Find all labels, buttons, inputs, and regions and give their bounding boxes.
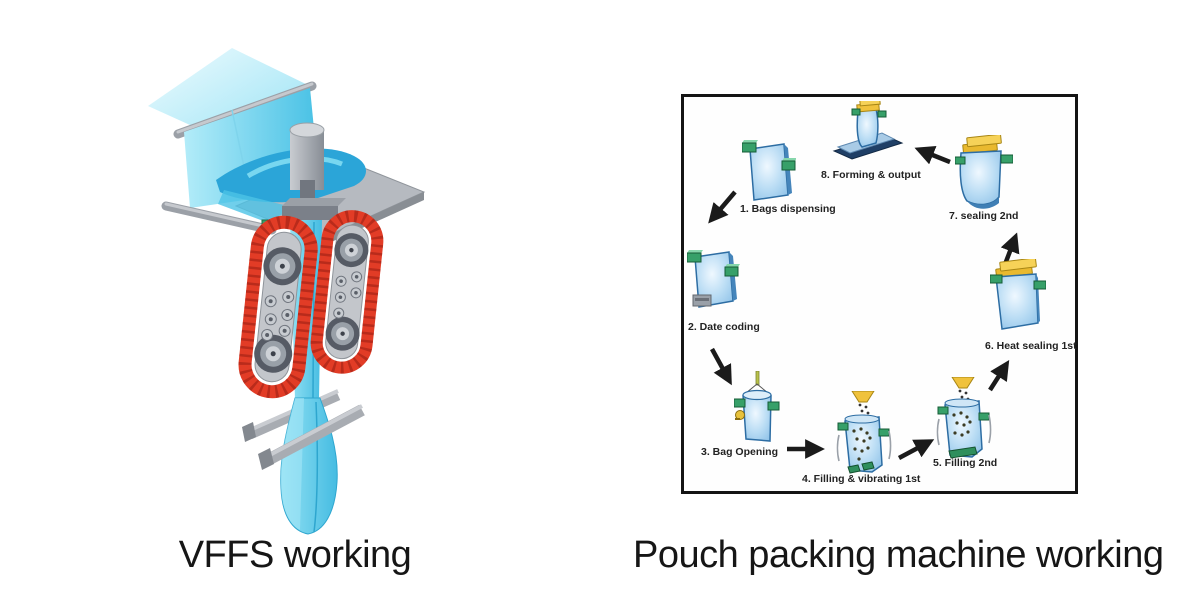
key-icon (735, 410, 745, 420)
clip-green (878, 428, 890, 437)
coded-bag-icon (687, 250, 740, 308)
clip-green (742, 140, 758, 153)
arrow-7-8 (914, 145, 951, 165)
pulley-bottom-right (325, 316, 360, 351)
film-web-sheet (148, 48, 314, 144)
filling-bag-icon (836, 391, 892, 474)
lower-roller-bar (161, 201, 277, 235)
funnel-icon (951, 377, 975, 389)
clip-green (955, 156, 966, 165)
clip-green (837, 422, 849, 431)
arrow-1-2 (708, 190, 737, 224)
arrow-5-6 (988, 359, 1010, 392)
arrow-4-5 (897, 439, 935, 460)
step-5-label: 5. Filling 2nd (933, 457, 998, 469)
flat-bag-icon (742, 140, 796, 201)
step-2-label: 2. Date coding (688, 321, 760, 333)
clip-green (687, 250, 703, 263)
seal-bars-icon (856, 101, 881, 113)
step-1-bags-dispensing (742, 139, 796, 205)
date-coder-icon (692, 294, 712, 307)
step-8-forming-output (832, 101, 908, 167)
clip-green (978, 412, 990, 421)
clip-green (990, 274, 1003, 284)
step-7-label: 7. sealing 2nd (949, 210, 1019, 222)
output-pouch-icon (832, 101, 904, 160)
funnel-icon (851, 391, 875, 403)
vffs-illustration (148, 48, 426, 535)
step-7-sealing-2nd (955, 135, 1013, 215)
clip-green (851, 108, 861, 116)
pulley-top-right (334, 233, 369, 268)
step-8-label: 8. Forming & output (821, 169, 921, 181)
pouch-cycle-panel: 1. Bags dispensing 2. Date coding (681, 94, 1078, 494)
sealed-bag-icon (955, 135, 1013, 209)
clip-green (724, 264, 740, 277)
pulley-top-left (263, 247, 302, 286)
step-2-date-coding (687, 247, 741, 313)
clip-green (937, 406, 949, 415)
step-6-heat-sealing-1st (990, 259, 1046, 343)
step-3-label: 3. Bag Opening (701, 446, 779, 458)
clip-green (781, 158, 796, 171)
sealing-jaw-front (258, 404, 365, 470)
left-caption: VFFS working (178, 534, 412, 576)
open-bag-icon (734, 371, 780, 442)
step-3-bag-opening (734, 371, 784, 447)
pulley-bottom-left (254, 334, 293, 373)
step-6-label: 6. Heat sealing 1st (985, 340, 1077, 352)
clip-green (1033, 280, 1046, 290)
forming-tube (282, 122, 346, 220)
step-4-filling-vibrating (836, 391, 892, 477)
right-caption: Pouch packing machine working (633, 534, 1164, 576)
step-5-filling-2nd (936, 377, 992, 463)
step-1-label: 1. Bags dispensing (740, 203, 836, 215)
sealed-bag-icon (990, 259, 1046, 330)
step-4-label: 4. Filling & vibrating 1st (802, 473, 921, 485)
pull-belt-right (310, 210, 384, 374)
clip-green (734, 398, 746, 408)
arrow-2-3 (710, 347, 732, 386)
filling-bag-icon (936, 377, 992, 459)
clip-green (767, 401, 780, 411)
clip-green (1000, 154, 1013, 164)
top-roller-bar (173, 81, 317, 139)
pull-belt-left (238, 215, 318, 399)
clip-green (877, 110, 887, 118)
